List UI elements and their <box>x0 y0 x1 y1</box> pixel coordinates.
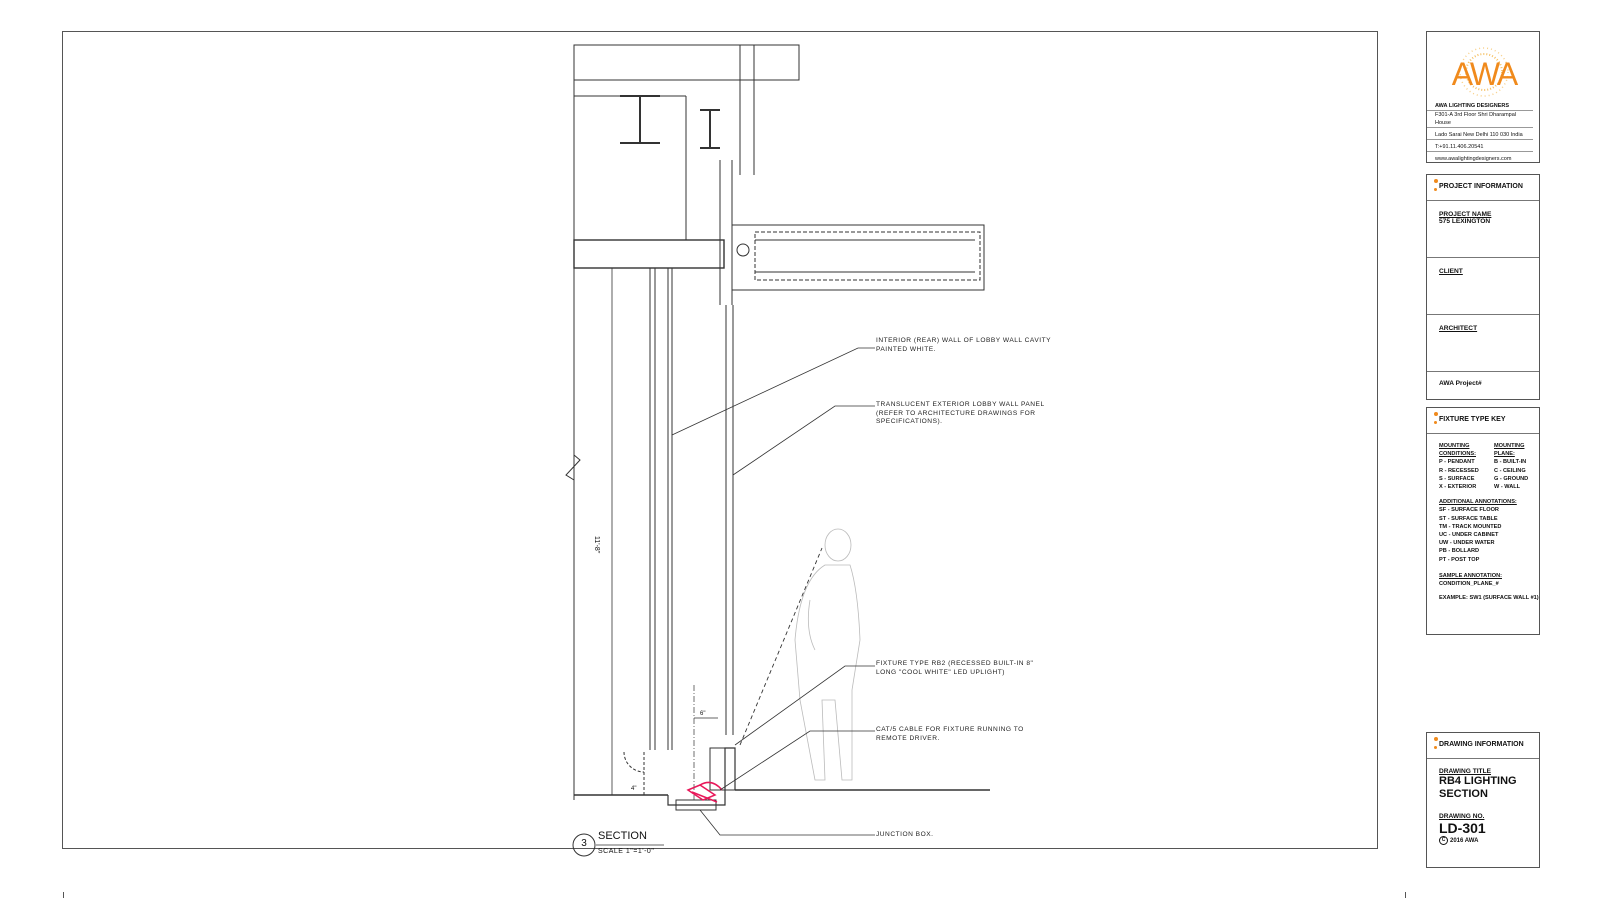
copyright-text: 2016 AWA <box>1450 837 1479 844</box>
client-label: CLIENT <box>1439 268 1463 275</box>
dimension-offset: 6" <box>700 711 706 717</box>
firm-address-2: Lado Sarai New Delhi 110 030 India <box>1427 131 1533 140</box>
fixture-key-header: FIXTURE TYPE KEY <box>1427 408 1539 434</box>
drawing-title-label: DRAWING TITLE <box>1439 768 1492 775</box>
drawing-number: LD-301 <box>1439 820 1486 836</box>
note-rear-wall: INTERIOR (REAR) WALL OF LOBBY WALL CAVIT… <box>876 337 1051 353</box>
orange-dot-icon <box>1434 188 1437 191</box>
project-info-header-label: PROJECT INFORMATION <box>1439 183 1523 190</box>
additional-item: PT - POST TOP <box>1439 556 1480 563</box>
note-cable: CAT/5 CABLE FOR FIXTURE RUNNING TO REMOT… <box>876 726 1024 742</box>
project-name-value: 575 LEXINGTON <box>1439 218 1491 225</box>
title-block-drawing-info: DRAWING INFORMATION DRAWING TITLE RB4 LI… <box>1426 732 1540 868</box>
project-name-cell: PROJECT NAME 575 LEXINGTON <box>1427 201 1539 258</box>
roof-slab <box>573 44 800 81</box>
additional-item: PB - BOLLARD <box>1439 548 1480 555</box>
orange-dot-icon <box>1434 421 1437 424</box>
mounting-columns: MOUNTING CONDITIONS: P - PENDANT R - REC… <box>1439 442 1539 491</box>
steel-beam-2 <box>700 109 720 149</box>
section-scale: SCALE 1"=1'-0" <box>598 848 655 855</box>
section-title: SECTION <box>598 830 647 842</box>
additional-item: UC - UNDER CABINET <box>1439 532 1499 539</box>
title-block-firm: AWA AWA LIGHTING DESIGNERS F301-A 3rd Fl… <box>1426 31 1540 163</box>
orange-dot-icon <box>1434 737 1438 741</box>
awa-project-label: AWA Project# <box>1439 380 1482 387</box>
floor-slab <box>573 239 725 269</box>
mounting-conditions-column: MOUNTING CONDITIONS: P - PENDANT R - REC… <box>1439 442 1494 491</box>
project-info-header: PROJECT INFORMATION <box>1427 175 1539 201</box>
plane-item: W - WALL <box>1494 484 1521 491</box>
human-figure-silhouette <box>794 528 861 781</box>
fixture-key-header-label: FIXTURE TYPE KEY <box>1439 416 1506 423</box>
copyright-line: C 2016 AWA <box>1427 836 1539 845</box>
firm-logo: AWA <box>1427 32 1539 102</box>
steel-beam-1 <box>620 95 660 144</box>
title-block-project: PROJECT INFORMATION PROJECT NAME 575 LEX… <box>1426 174 1540 400</box>
mounting-conditions-label: MOUNTING CONDITIONS: <box>1439 443 1476 458</box>
sample-annotation-format: CONDITION_PLANE_# <box>1439 581 1499 588</box>
additional-item: UW - UNDER WATER <box>1439 540 1495 547</box>
sunburst-logo-icon <box>1459 47 1509 97</box>
junction-box <box>675 799 717 811</box>
dimension-base: 4" <box>631 786 637 792</box>
drawing-title-line1: RB4 LIGHTING <box>1439 775 1517 787</box>
additional-item: TM - TRACK MOUNTED <box>1439 523 1502 530</box>
architect-cell: ARCHITECT <box>1427 315 1539 372</box>
note-exterior-panel: TRANSLUCENT EXTERIOR LOBBY WALL PANEL (R… <box>876 401 1045 425</box>
condition-item: R - RECESSED <box>1439 467 1479 474</box>
leader-lines <box>671 347 875 836</box>
plane-item: B - BUILT-IN <box>1494 459 1527 466</box>
client-cell: CLIENT <box>1427 258 1539 315</box>
drawing-sheet-border <box>62 31 1378 849</box>
orange-dot-icon <box>1434 746 1437 749</box>
project-name-label: PROJECT NAME <box>1439 211 1492 218</box>
fixture-key-body: MOUNTING CONDITIONS: P - PENDANT R - REC… <box>1427 434 1539 602</box>
architect-label: ARCHITECT <box>1439 325 1478 332</box>
plane-item: C - CEILING <box>1494 467 1526 474</box>
mounting-plane-column: MOUNTING PLANE: B - BUILT-IN C - CEILING… <box>1494 442 1528 491</box>
plane-item: G - GROUND <box>1494 475 1529 482</box>
led-uplight-fixture <box>686 781 723 803</box>
sheet-tick-right <box>1405 892 1406 898</box>
light-beam <box>739 547 823 746</box>
orange-dot-icon <box>1434 179 1438 183</box>
firm-address-1: F301-A 3rd Floor Shri Dharampal House <box>1427 110 1533 128</box>
sample-annotation-example: EXAMPLE: SW1 (SURFACE WALL #1) <box>1439 595 1539 602</box>
sample-annotation-label: SAMPLE ANNOTATION: <box>1439 572 1502 579</box>
sheet-tick-left <box>63 892 64 898</box>
copyright-icon: C <box>1439 836 1448 845</box>
drawing-number-label: DRAWING NO. <box>1439 813 1485 820</box>
drawing-info-header: DRAWING INFORMATION <box>1427 733 1539 759</box>
section-number: 3 <box>581 838 587 849</box>
title-block-fixture-key: FIXTURE TYPE KEY MOUNTING CONDITIONS: P … <box>1426 407 1540 635</box>
orange-dot-icon <box>1434 412 1438 416</box>
note-junction-box: JUNCTION BOX. <box>876 831 934 838</box>
drawing-title-line2: SECTION <box>1439 788 1488 800</box>
condition-item: P - PENDANT <box>1439 459 1475 466</box>
additional-annotations-label: ADDITIONAL ANNOTATIONS: <box>1439 499 1517 506</box>
additional-item: ST - SURFACE TABLE <box>1439 515 1498 522</box>
drawing-info-header-label: DRAWING INFORMATION <box>1439 741 1524 748</box>
firm-name: AWA LIGHTING DESIGNERS <box>1435 103 1510 109</box>
logo-text: AWA <box>1451 56 1519 92</box>
condition-item: X - EXTERIOR <box>1439 484 1477 491</box>
section-tag <box>572 833 664 857</box>
additional-item: SF - SURFACE FLOOR <box>1439 507 1499 514</box>
mounting-plane-label: MOUNTING PLANE: <box>1494 443 1525 458</box>
firm-website: www.awalightingdesigners.com <box>1435 156 1512 162</box>
dimension-height: 11'-8" <box>593 536 600 554</box>
note-fixture: FIXTURE TYPE RB2 (RECESSED BUILT-IN 8" L… <box>876 660 1034 676</box>
condition-item: S - SURFACE <box>1439 475 1475 482</box>
awa-project-cell: AWA Project# <box>1427 372 1539 399</box>
firm-phone: T:+91.11.406.20541 <box>1427 143 1533 152</box>
